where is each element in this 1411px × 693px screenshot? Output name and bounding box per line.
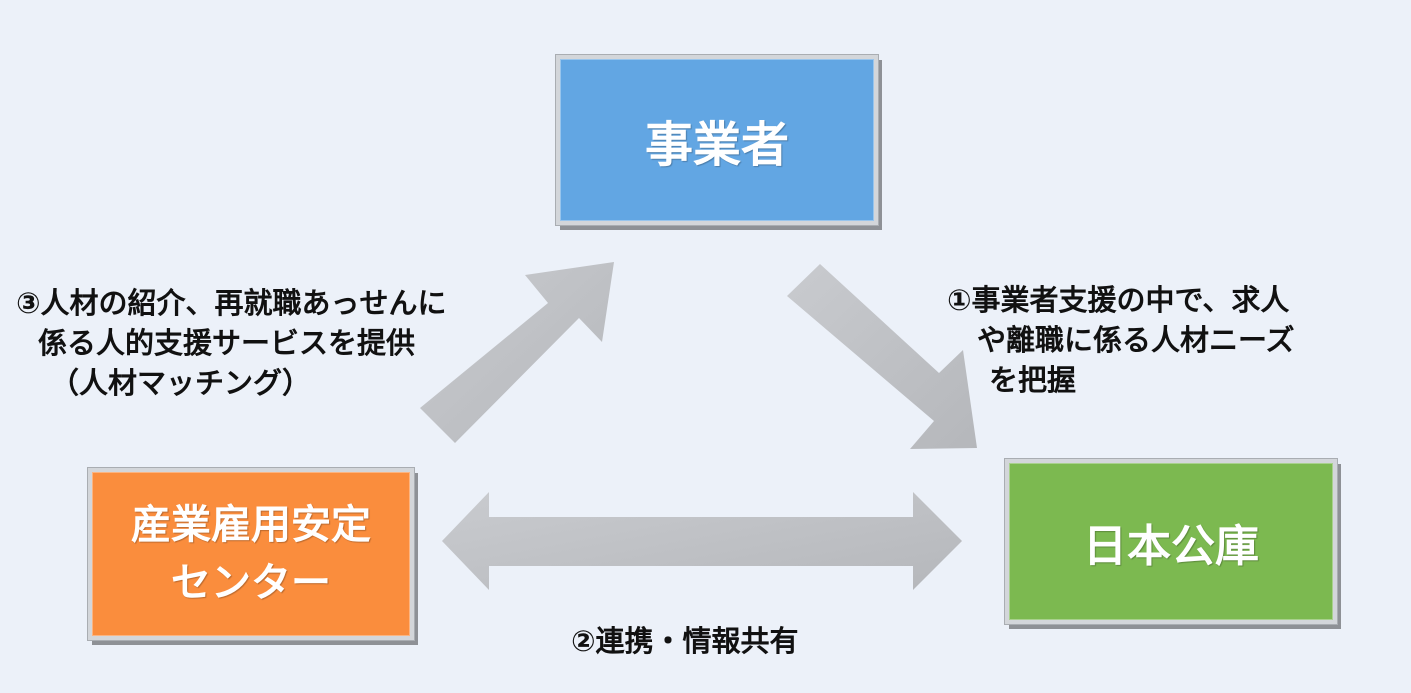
annotation-step1: ①事業者支援の中で、求人 や離職に係る人材ニーズ を把握 [947, 280, 1295, 400]
node-center-label-line-1: 産業雇用安定 [131, 502, 371, 548]
node-center: 産業雇用安定 センター [87, 467, 415, 641]
node-center-label-line-2: センター [171, 560, 331, 606]
node-koko-label: 日本公庫 [1083, 520, 1259, 572]
node-jigyosha: 事業者 [555, 54, 879, 226]
annotation-step1-line-2: や離職に係る人材ニーズ [977, 323, 1295, 357]
annotation-step1-line-3: を把握 [989, 363, 1077, 397]
arrow-center-to-jigyosha [420, 262, 614, 443]
annotation-step1-line-1: ①事業者支援の中で、求人 [947, 283, 1290, 317]
annotation-step3-line-3: （人材マッチング） [50, 366, 312, 400]
arrow-center-koko-bidirectional [442, 492, 962, 590]
annotation-step3-line-1: ③人材の紹介、再就職あっせんに [16, 286, 447, 320]
annotation-step3-line-2: 係る人的支援サービスを提供 [38, 326, 416, 360]
annotation-step2-text: ②連携・情報共有 [571, 624, 799, 658]
node-jigyosha-label: 事業者 [644, 117, 789, 173]
arrow-jigyosha-to-koko [787, 264, 977, 449]
annotation-step3: ③人材の紹介、再就職あっせんに 係る人的支援サービスを提供 （人材マッチング） [16, 283, 447, 403]
node-koko: 日本公庫 [1004, 458, 1338, 625]
annotation-step2: ②連携・情報共有 [571, 621, 799, 661]
